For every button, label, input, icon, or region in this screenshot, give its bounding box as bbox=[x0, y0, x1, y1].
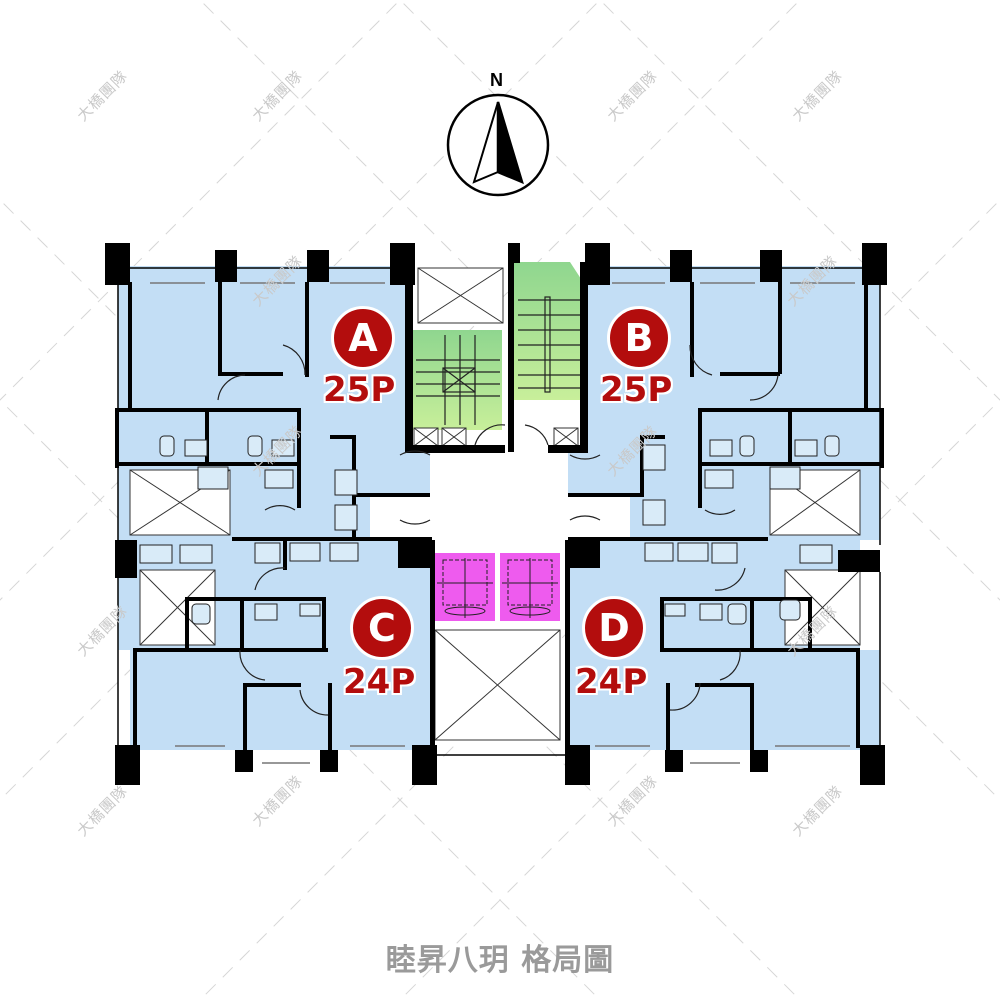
compass bbox=[446, 93, 550, 197]
unit-c-size: 24P bbox=[343, 662, 416, 702]
unit-d-badge[interactable]: D bbox=[582, 596, 646, 660]
unit-d-size: 24P bbox=[575, 662, 648, 702]
stairwell-left bbox=[410, 330, 502, 430]
unit-c-badge[interactable]: C bbox=[350, 596, 414, 660]
walls bbox=[105, 243, 887, 785]
fixtures bbox=[139, 435, 840, 625]
unit-a-size: 25P bbox=[323, 370, 396, 410]
unit-b-badge[interactable]: B bbox=[607, 306, 671, 370]
unit-b-size: 25P bbox=[600, 370, 673, 410]
door-swings bbox=[217, 344, 779, 716]
windows bbox=[150, 282, 855, 764]
unit-a-badge[interactable]: A bbox=[331, 306, 395, 370]
plan-title: 睦昇八玥 格局圖 bbox=[385, 943, 615, 978]
compass-north-label: N bbox=[490, 70, 503, 90]
